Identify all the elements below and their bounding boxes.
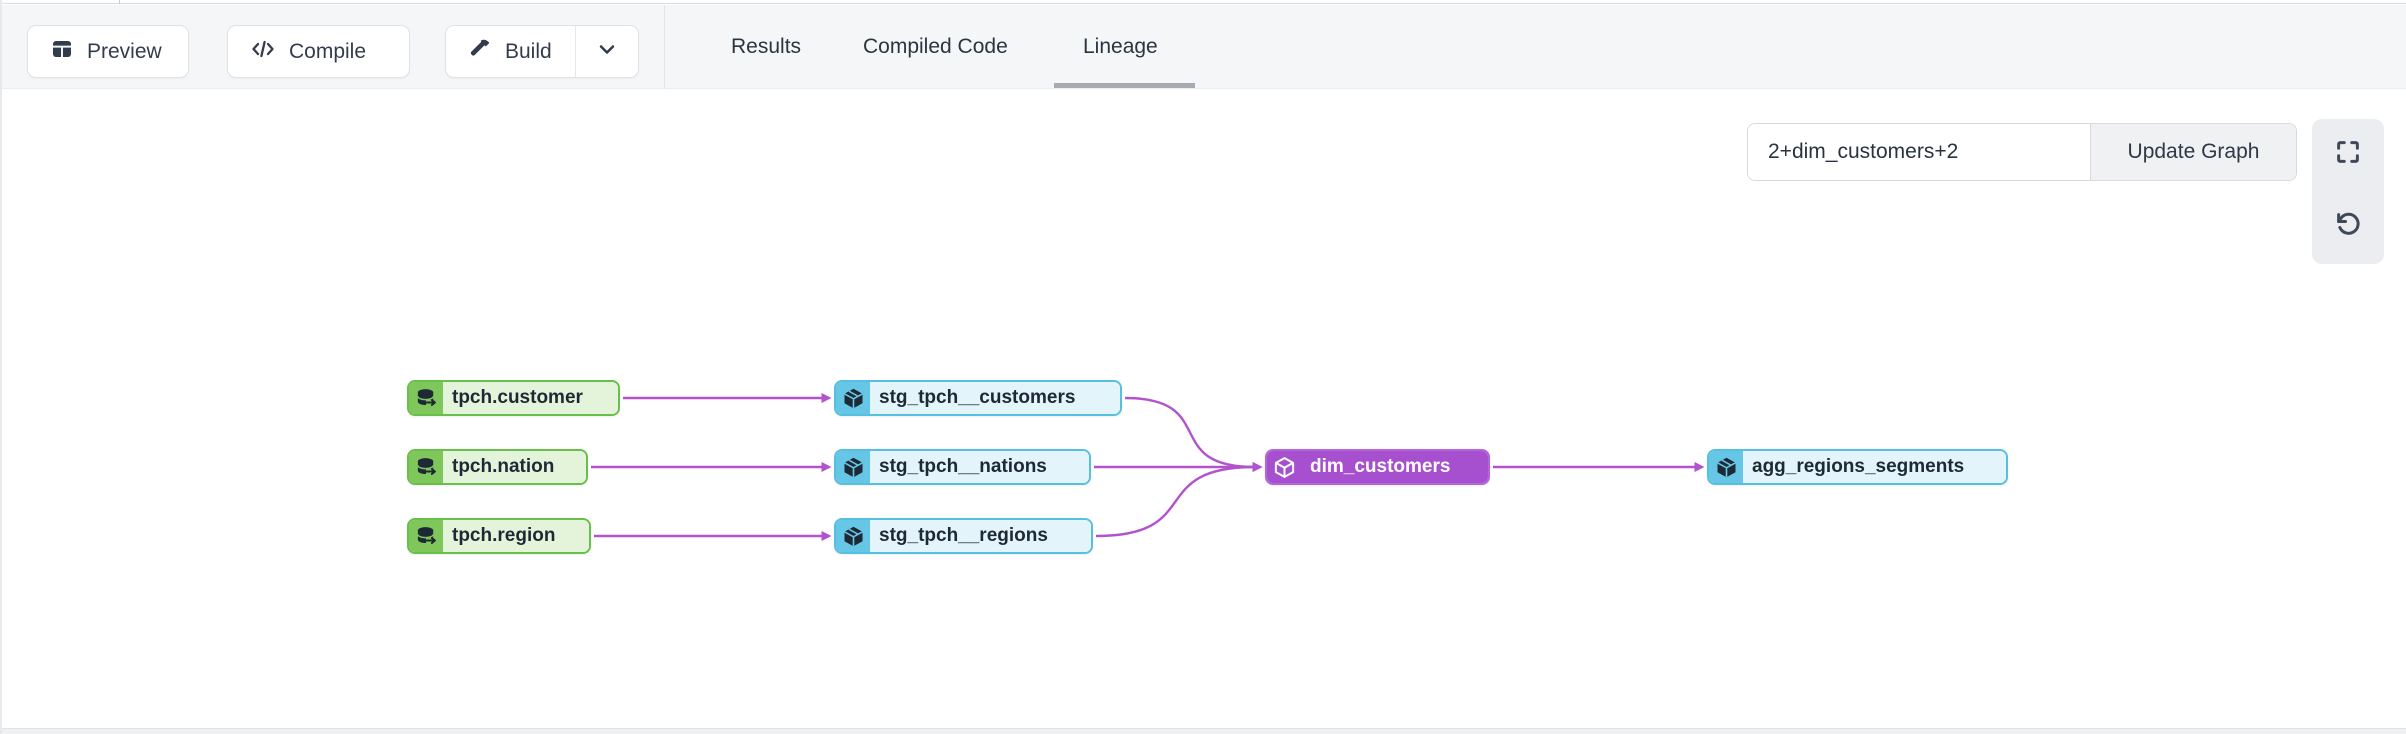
reset-view-button[interactable] <box>2312 195 2384 257</box>
hammer-icon <box>468 37 492 67</box>
graph-controls-panel <box>2312 119 2384 264</box>
edge-stg_tpch__regions-to-dim_customers <box>1095 461 1263 538</box>
database-export-icon <box>409 451 443 483</box>
graph-node-tpch.region[interactable]: tpch.region <box>407 518 591 554</box>
graph-node-label: stg_tpch__regions <box>870 520 1091 552</box>
compile-button-label: Compile <box>289 39 367 63</box>
cube-icon <box>1709 451 1743 483</box>
cube-icon <box>836 382 870 414</box>
database-export-icon <box>409 520 443 552</box>
fullscreen-icon <box>2333 137 2363 172</box>
graph-node-dim_customers[interactable]: dim_customers <box>1265 449 1490 485</box>
update-graph-button[interactable]: Update Graph <box>2090 124 2296 180</box>
compile-button[interactable]: Compile <box>227 25 410 78</box>
build-split-button: Build <box>445 25 639 78</box>
preview-button[interactable]: Preview <box>27 25 189 78</box>
database-export-icon <box>409 382 443 414</box>
active-tab-indicator <box>1054 83 1195 88</box>
build-button-label: Build <box>505 39 552 63</box>
toolbar-divider <box>664 5 665 89</box>
graph-node-stg_tpch__nations[interactable]: stg_tpch__nations <box>834 449 1091 485</box>
tab-compiled-code[interactable]: Compiled Code <box>863 35 1008 58</box>
graph-node-label: stg_tpch__nations <box>870 451 1089 483</box>
code-icon <box>250 37 276 67</box>
graph-node-label: tpch.region <box>443 520 589 552</box>
graph-node-label: tpch.customer <box>443 382 618 414</box>
edge-stg_tpch__customers-to-dim_customers <box>1124 396 1263 473</box>
table-icon <box>50 37 74 67</box>
lineage-selector-group: Update Graph <box>1747 123 2297 181</box>
tab-results[interactable]: Results <box>731 35 802 58</box>
tab-separator <box>119 0 120 4</box>
lineage-edges <box>591 392 1705 542</box>
lineage-canvas[interactable]: tpch.customer tpch.nation tpch.region st… <box>2 90 2406 728</box>
graph-node-label: agg_regions_segments <box>1743 451 2006 483</box>
graph-node-stg_tpch__regions[interactable]: stg_tpch__regions <box>834 518 1093 554</box>
tab-lineage[interactable]: Lineage <box>1083 35 1158 58</box>
panel-bottom-edge <box>2 728 2406 734</box>
build-dropdown-button[interactable] <box>575 26 638 77</box>
cube-icon <box>836 520 870 552</box>
cube-outline-icon <box>1267 451 1301 483</box>
editor-tabbar-edge <box>2 0 2406 4</box>
build-button[interactable]: Build <box>446 26 575 77</box>
cube-icon <box>836 451 870 483</box>
chevron-down-icon <box>595 37 619 66</box>
graph-node-agg_regions_segments[interactable]: agg_regions_segments <box>1707 449 2008 485</box>
fullscreen-button[interactable] <box>2312 123 2384 185</box>
graph-node-label: stg_tpch__customers <box>870 382 1120 414</box>
preview-button-label: Preview <box>87 39 162 63</box>
graph-node-label: dim_customers <box>1301 451 1488 483</box>
graph-node-label: tpch.nation <box>443 451 586 483</box>
lineage-selector-input[interactable] <box>1748 124 2090 180</box>
graph-node-tpch.nation[interactable]: tpch.nation <box>407 449 588 485</box>
graph-node-tpch.customer[interactable]: tpch.customer <box>407 380 620 416</box>
graph-node-stg_tpch__customers[interactable]: stg_tpch__customers <box>834 380 1122 416</box>
ide-toolbar: Preview Compile Build Results Compi <box>2 5 2406 89</box>
reset-view-icon <box>2333 209 2363 244</box>
